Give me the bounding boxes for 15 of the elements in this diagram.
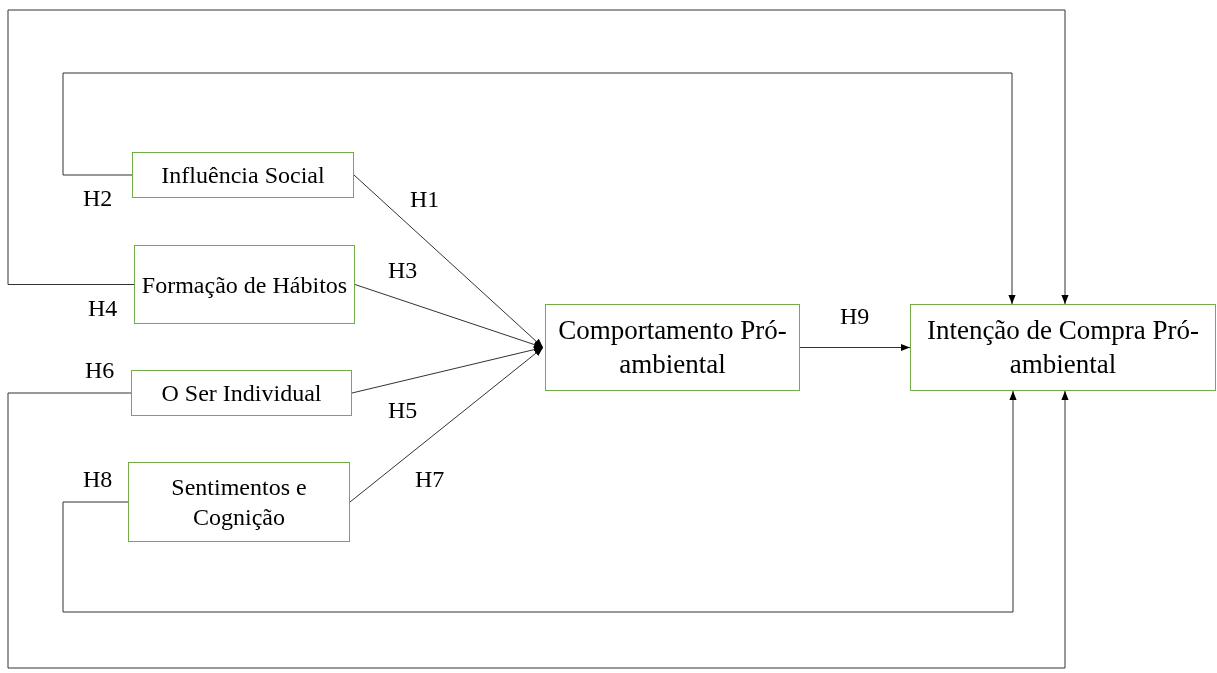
arrow (349, 347, 544, 503)
arrow (353, 174, 544, 348)
arrow (62, 72, 1016, 305)
concept-box: Sentimentos e Cognição (128, 462, 350, 542)
arrow (62, 390, 1017, 613)
concept-box: Comportamento Pró-ambiental (545, 304, 800, 391)
concept-box: Formação de Hábitos (134, 245, 355, 324)
arrow (354, 284, 544, 349)
arrow (7, 390, 1069, 669)
concept-box: Intenção de Compra Pró-ambiental (910, 304, 1216, 391)
arrow (7, 9, 1069, 305)
arrow (799, 343, 911, 352)
arrow (351, 346, 544, 394)
concept-box: O Ser Individual (131, 370, 352, 416)
concept-box: Influência Social (132, 152, 354, 198)
